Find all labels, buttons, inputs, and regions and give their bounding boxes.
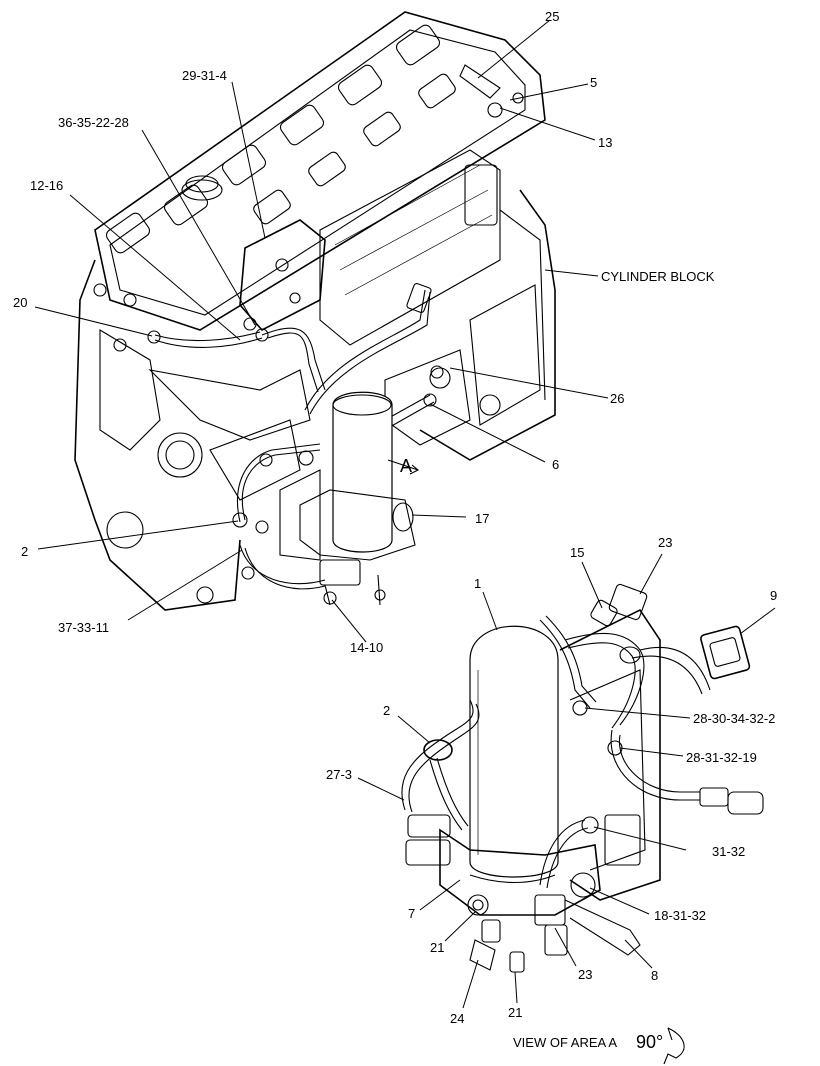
callout-8: 8 xyxy=(651,968,658,983)
callout-17: 17 xyxy=(475,511,489,526)
callout-1: 1 xyxy=(474,576,481,591)
callout-7: 7 xyxy=(408,906,415,921)
callout-2-detail: 2 xyxy=(383,703,390,718)
area-a-marker: A xyxy=(400,456,412,476)
callout-18-31-32: 18-31-32 xyxy=(654,908,706,923)
callout-cylinder-block: CYLINDER BLOCK xyxy=(601,269,715,284)
callout-21-left: 21 xyxy=(430,940,444,955)
callout-12-16: 12-16 xyxy=(30,178,63,193)
callout-15: 15 xyxy=(570,545,584,560)
engine-block-drawing xyxy=(74,11,556,611)
callout-26: 26 xyxy=(610,391,624,406)
rotation-indicator: 90° xyxy=(636,1032,663,1052)
callout-28-31-32-19: 28-31-32-19 xyxy=(686,750,757,765)
callout-23-bottom: 23 xyxy=(578,967,592,982)
callout-2-engine: 2 xyxy=(21,544,28,559)
callout-24: 24 xyxy=(450,1011,464,1026)
callout-36-35-22-28: 36-35-22-28 xyxy=(58,115,129,130)
view-caption: VIEW OF AREA A xyxy=(513,1035,617,1050)
callout-25: 25 xyxy=(545,9,559,24)
callout-14-10: 14-10 xyxy=(350,640,383,655)
callout-37-33-11: 37-33-11 xyxy=(58,620,109,635)
callout-20: 20 xyxy=(13,295,27,310)
view-of-area-a-drawing xyxy=(401,583,764,1065)
callout-28-30-34-32-2: 28-30-34-32-2 xyxy=(693,711,775,726)
callout-6: 6 xyxy=(552,457,559,472)
callout-labels: 25 5 13 29-31-4 36-35-22-28 12-16 20 CYL… xyxy=(13,9,777,1052)
callout-9: 9 xyxy=(770,588,777,603)
callout-leader-lines xyxy=(34,19,776,1009)
callout-23-top: 23 xyxy=(658,535,672,550)
callout-13: 13 xyxy=(598,135,612,150)
callout-21-bottom: 21 xyxy=(508,1005,522,1020)
callout-5: 5 xyxy=(590,75,597,90)
callout-29-31-4: 29-31-4 xyxy=(182,68,227,83)
callout-31-32: 31-32 xyxy=(712,844,745,859)
callout-27-3: 27-3 xyxy=(326,767,352,782)
